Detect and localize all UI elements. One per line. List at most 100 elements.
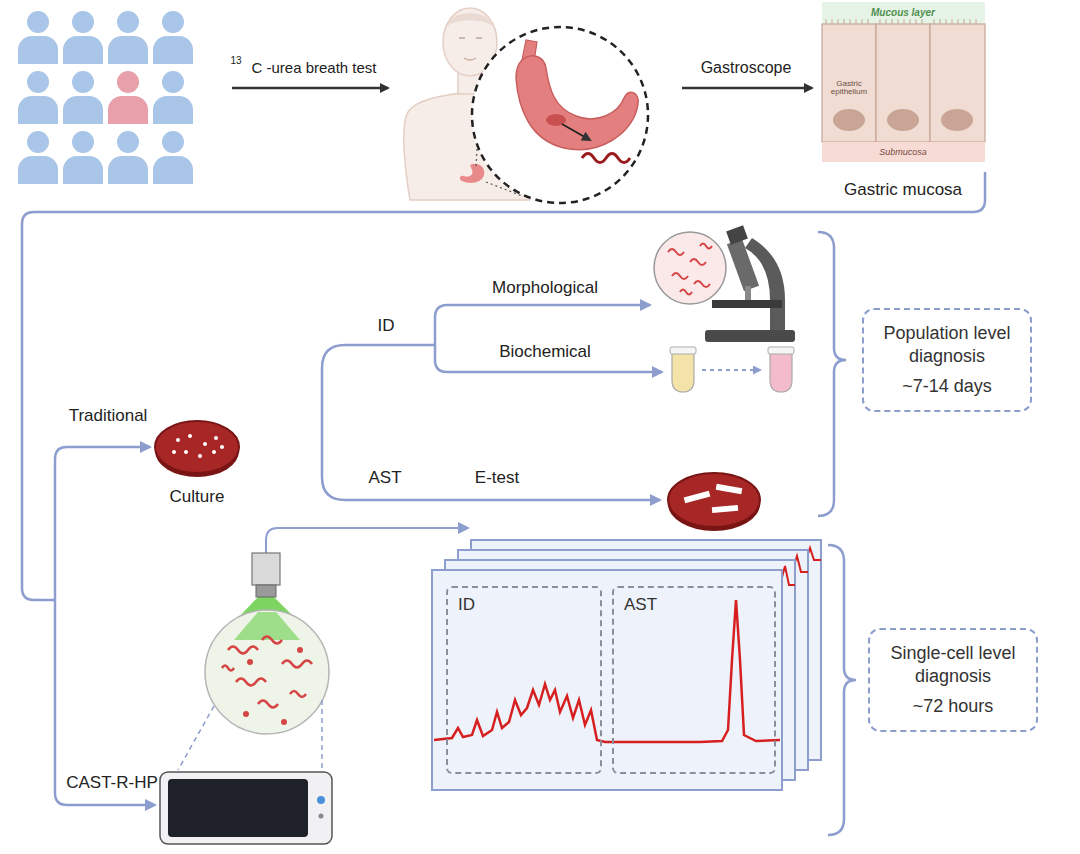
gastric-mucosa-illustration-part [930,24,985,142]
culture-dish-part [214,436,218,440]
biochemical-tubes-part [702,369,760,371]
stomach-zoom-part [516,56,638,150]
raman-instrument [160,772,332,844]
raman-objective-part [321,700,323,770]
spectrum-panels-part [434,600,780,742]
etest-dish-part [684,491,711,504]
stomach-zoom-part [472,27,648,203]
result-box: Population level diagnosis~7-14 days [862,308,1032,412]
people-grid-part [108,131,148,184]
branch-label: AST [368,468,401,488]
raman-instrument-part [168,779,308,837]
arrow-label: Gastroscope [701,59,792,77]
etest-dish-part [716,484,743,494]
gastric-mucosa-illustration-part [887,109,919,131]
result-time: ~72 hours [880,695,1026,718]
microscope-icon-part [705,330,795,342]
raman-objective-part [281,719,287,725]
gastric-mucosa-illustration-part [833,109,865,131]
stomach-zoom-part [562,124,590,140]
result-bracket [818,232,846,516]
layer-label: Gastric epithelium [825,80,873,97]
breath-test-arrow [232,87,388,90]
traditional-branches-part [345,344,435,347]
biochemical-tubes-part [770,352,792,392]
microscope-icon-part [727,239,759,291]
patient-figure-part [446,13,494,28]
people-grid-part [18,131,58,184]
culture-dish-part [155,421,239,473]
method-label: CAST-R-HP [66,773,158,793]
culture-dish-part [184,450,188,454]
culture-dish-part [176,438,180,442]
sample-flow-line-part [22,172,985,600]
arrow-label: Biochemical [499,342,591,362]
stomach-zoom-part [582,154,630,163]
etest-dish-part [668,473,760,527]
spectrum-region: ID [446,586,602,774]
raman-instrument-part [317,796,325,804]
traditional-branches-part [435,305,650,345]
microscope-icon-part [654,232,726,304]
gastric-mucosa-illustration-part [822,24,876,142]
result-time: ~7-14 days [874,375,1020,398]
people-grid-part [63,71,103,124]
region-label: ID [458,594,590,616]
culture-dish-part [188,434,192,438]
people-grid-part [153,131,193,184]
branch-label: Traditional [69,406,148,426]
microscope-icon-part [745,286,751,300]
people-grid-part [108,71,148,124]
culture-dish-part [212,450,216,454]
gastric-mucosa-illustration-part [822,142,985,162]
result-bracket [828,545,856,835]
patient-figure-part [476,37,482,39]
traditional-branches-part [345,499,660,502]
raman-objective [178,528,468,770]
spectrum-panels-part [432,570,782,790]
raman-objective-part [247,659,253,665]
etest-dish-part [712,505,738,513]
branch-label: ID [378,316,395,336]
raman-objective-part [256,585,276,597]
raman-objective-part [252,553,280,585]
gastric-mucosa-illustration-part [822,2,985,24]
raman-objective-part [222,637,312,708]
people-grid-part [63,11,103,64]
raman-instrument-part [319,814,324,819]
microscope-icon-part [726,225,748,244]
spectrum-region: AST [612,586,776,774]
arrow-label: C -urea breath test [251,59,376,76]
biochemical-tubes-part [672,352,694,392]
culture-dish-part [203,442,207,446]
spectrum-panels [432,540,821,790]
raman-objective-part [178,706,214,770]
patient-figure-part [460,164,484,183]
result-heading: Single-cell level diagnosis [880,642,1026,689]
raman-objective-part [297,647,303,653]
microscope-icon [654,225,795,342]
culture-dish-part [198,454,202,458]
microscope-icon-part [668,244,712,295]
people-grid [18,11,193,184]
culture-dish [155,421,239,477]
people-grid-part [108,11,148,64]
region-label: AST [624,594,764,616]
sample-flow-line-part [55,447,150,600]
raman-instrument-part [160,772,332,844]
gastric-mucosa-illustration [822,2,985,162]
layer-label: Submucosa [879,147,927,157]
gastroscope-arrow [682,87,812,90]
gastric-mucosa-illustration-part [876,24,930,142]
people-grid-part [63,131,103,184]
figure-caption-label: Culture [170,487,225,507]
culture-dish-part [220,445,224,449]
figure-caption-label: Gastric mucosa [844,180,962,200]
biochemical-tubes-part [768,347,794,354]
people-grid-part [153,71,193,124]
gastric-mucosa-illustration-part [941,109,973,131]
raman-objective-part [266,528,468,553]
traditional-branches-part [322,345,345,500]
culture-dish-part [172,450,176,454]
